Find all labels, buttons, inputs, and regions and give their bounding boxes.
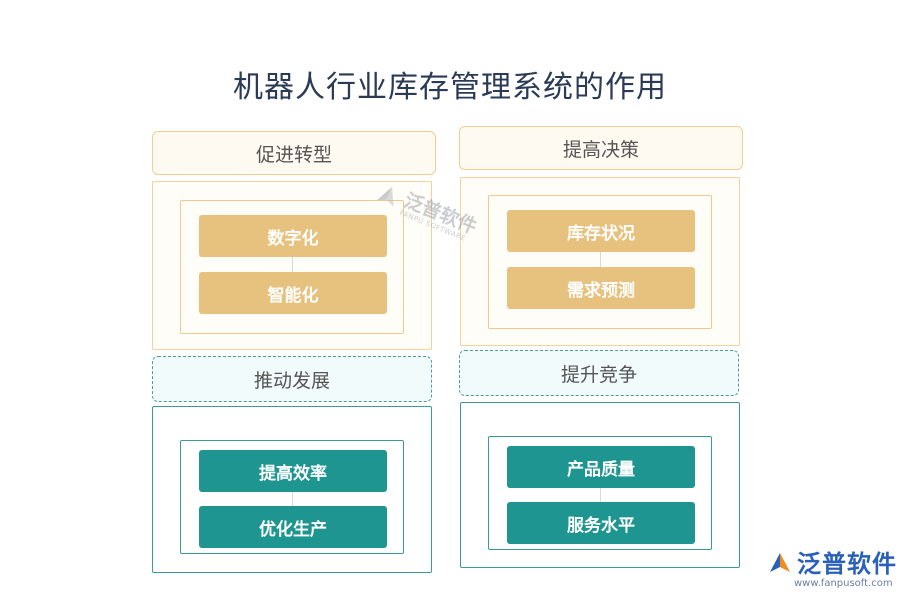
section-panel-competition: 产品质量 服务水平 — [460, 402, 740, 568]
watermark: 泛普软件 FANPU SOFTWARE — [371, 179, 480, 245]
item-demand-forecast: 需求预测 — [507, 267, 695, 309]
item-digitalization: 数字化 — [199, 215, 387, 257]
fanpu-logo-icon — [770, 553, 790, 572]
section-inner-box: 产品质量 服务水平 — [488, 436, 712, 550]
brand-name: 泛普软件 — [797, 550, 897, 578]
section-inner-box: 提高效率 优化生产 — [180, 440, 404, 554]
fanpu-logo-icon — [376, 186, 394, 207]
section-inner-box: 库存状况 需求预测 — [488, 195, 712, 329]
brand-logo: 泛普软件 — [766, 550, 897, 578]
section-panel-transform: 数字化 智能化 — [152, 181, 432, 350]
brand-url: www.fanpusoft.com — [794, 578, 893, 589]
item-connector — [600, 236, 601, 288]
section-header-transform: 促进转型 — [152, 131, 436, 175]
section-panel-development: 提高效率 优化生产 — [152, 406, 432, 573]
section-header-competition: 提升竞争 — [459, 350, 739, 396]
section-header-development: 推动发展 — [152, 356, 432, 402]
item-service-level: 服务水平 — [507, 502, 695, 544]
item-connector — [292, 481, 293, 511]
section-header-decision: 提高决策 — [459, 126, 743, 170]
section-panel-decision: 库存状况 需求预测 — [460, 177, 740, 346]
item-efficiency: 提高效率 — [199, 450, 387, 492]
item-inventory-status: 库存状况 — [507, 210, 695, 252]
item-product-quality: 产品质量 — [507, 446, 695, 488]
item-connector — [292, 241, 293, 293]
item-production: 优化生产 — [199, 506, 387, 548]
page-title: 机器人行业库存管理系统的作用 — [233, 70, 667, 105]
item-intelligentization: 智能化 — [199, 272, 387, 314]
item-connector — [600, 477, 601, 507]
section-inner-box: 数字化 智能化 — [180, 200, 404, 334]
